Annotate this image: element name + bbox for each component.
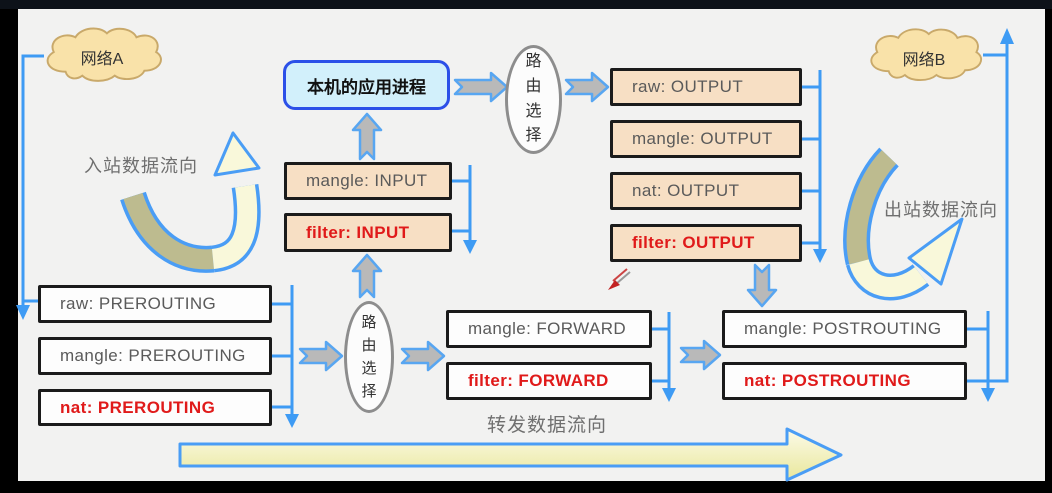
chain-box-nat-postrouting: nat: POSTROUTING	[722, 362, 967, 400]
arrow-routing-to-forward	[400, 340, 446, 372]
routing-top-label: 路由选择	[525, 52, 542, 145]
forward-flow-arrow	[178, 427, 843, 482]
network-b-line	[967, 28, 1014, 383]
inbound-flow-label: 入站数据流向	[84, 156, 198, 176]
chain-box-filter-input: filter: INPUT	[284, 213, 452, 252]
input-column-rail	[452, 165, 477, 254]
chain-box-mangle-forward: mangle: FORWARD	[446, 310, 652, 348]
arrow-forward-to-postrouting	[679, 339, 722, 371]
arrow-output-to-postrouting	[746, 263, 778, 308]
cursor-mark	[608, 268, 631, 290]
chain-box-filter-output: filter: OUTPUT	[610, 224, 802, 262]
routing-decision-bottom: 路由选择	[344, 301, 394, 413]
inbound-curved-arrow	[120, 131, 261, 273]
cloud-shape	[46, 27, 162, 82]
cloud-shape	[870, 28, 983, 81]
routing-decision-top: 路由选择	[505, 45, 562, 154]
flow-step-arrows	[298, 71, 778, 372]
outbound-curved-arrow	[843, 147, 964, 301]
chain-box-raw-prerouting: raw: PREROUTING	[38, 285, 272, 323]
arrow-prerouting-to-routing	[298, 340, 344, 372]
chain-box-nat-output: nat: OUTPUT	[610, 172, 802, 210]
top-letterbox-strip	[0, 0, 1052, 9]
output-column-rail	[802, 70, 827, 263]
chain-box-mangle-postrouting: mangle: POSTROUTING	[722, 310, 967, 348]
network-b-label: 网络B	[902, 52, 946, 69]
postrouting-column-rail	[967, 311, 995, 402]
chain-box-raw-output: raw: OUTPUT	[610, 68, 802, 106]
cloud-network-b: 网络B	[862, 26, 986, 84]
prerouting-column-rail	[272, 285, 299, 428]
network-a-label: 网络A	[80, 51, 124, 68]
arrow-input-to-process	[351, 112, 383, 161]
forward-flow-label: 转发数据流向	[487, 415, 608, 436]
outbound-flow-label: 出站数据流向	[884, 200, 998, 220]
chain-box-mangle-output: mangle: OUTPUT	[610, 120, 802, 158]
chain-box-mangle-input: mangle: INPUT	[284, 162, 452, 200]
chain-box-mangle-prerouting: mangle: PREROUTING	[38, 337, 272, 375]
chain-box-filter-forward: filter: FORWARD	[446, 362, 652, 400]
forward-column-rail	[652, 312, 676, 402]
arrow-routing-to-input	[351, 253, 383, 299]
cloud-network-a: 网络A	[38, 25, 166, 85]
local-process-box: 本机的应用进程	[283, 60, 450, 110]
chain-box-nat-prerouting: nat: PREROUTING	[38, 389, 272, 426]
routing-bottom-label: 路由选择	[361, 313, 377, 401]
arrow-process-to-routing	[453, 71, 509, 103]
network-a-line	[16, 54, 44, 320]
arrow-routing-to-output	[564, 71, 610, 103]
